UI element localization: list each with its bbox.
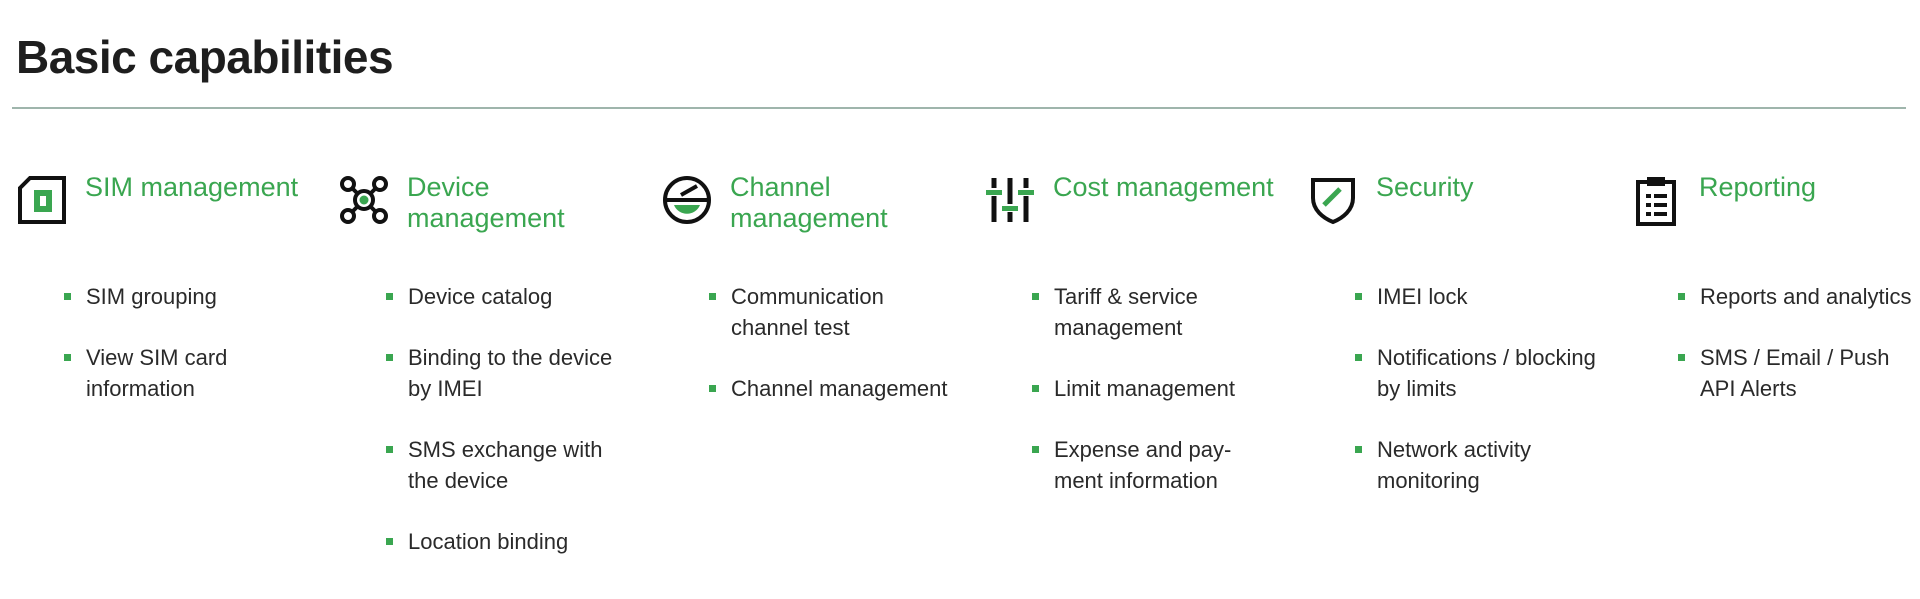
bullet-square-icon: [386, 293, 393, 300]
capability-list: Device catalog Binding to the device by …: [338, 281, 638, 587]
list-item: Location binding: [338, 526, 638, 557]
list-item: Tariff & service management: [984, 281, 1284, 343]
bullet-square-icon: [1032, 446, 1039, 453]
list-item-text: IMEI lock: [1377, 284, 1468, 309]
bullet-square-icon: [64, 354, 71, 361]
capability-title: Reporting: [1699, 172, 1817, 202]
list-item-text: Expense and pay-ment information: [1054, 437, 1232, 493]
title-divider: [12, 107, 1906, 109]
list-item: Expense and pay-ment information: [984, 434, 1284, 496]
list-item: View SIM card information: [16, 342, 316, 404]
bullet-square-icon: [1355, 293, 1362, 300]
list-item: Notifications / blocking by limits: [1307, 342, 1607, 404]
sliders-icon: [984, 174, 1036, 226]
capability-reporting: Reporting Reports and analytics SMS / Em…: [1630, 172, 1920, 401]
bullet-square-icon: [1678, 354, 1685, 361]
capability-channel-management: Channel management Communication channel…: [661, 172, 961, 401]
capability-header: Cost management: [984, 172, 1284, 252]
list-item-text: SIM grouping: [86, 284, 217, 309]
list-item: SMS / Email / Push API Alerts: [1630, 342, 1920, 404]
bullet-square-icon: [1355, 354, 1362, 361]
capability-list: Communication channel test Channel manag…: [661, 281, 961, 434]
capability-title: Channel management: [730, 172, 888, 233]
list-item: Reports and analytics: [1630, 281, 1920, 312]
list-item: Network activity monitoring: [1307, 434, 1607, 496]
bullet-square-icon: [1032, 385, 1039, 392]
list-item-text: Device catalog: [408, 284, 553, 309]
capability-title: Security: [1376, 172, 1474, 202]
list-item-text: Location binding: [408, 529, 569, 554]
bullet-square-icon: [1678, 293, 1685, 300]
list-item: Limit management: [984, 373, 1284, 404]
list-item-text: Notifications / blocking by limits: [1377, 345, 1596, 401]
sim-card-icon: [16, 174, 68, 226]
list-item-text: Network activity monitoring: [1377, 437, 1532, 493]
bullet-square-icon: [709, 293, 716, 300]
capability-title: Device management: [407, 172, 565, 233]
bullet-square-icon: [386, 446, 393, 453]
capability-header: Reporting: [1630, 172, 1920, 252]
list-item: Binding to the device by IMEI: [338, 342, 638, 404]
page-title: Basic capabilities: [16, 31, 394, 83]
capability-list: IMEI lock Notifications / blocking by li…: [1307, 281, 1607, 526]
bullet-square-icon: [64, 293, 71, 300]
list-item-text: SMS exchange with the device: [408, 437, 603, 493]
list-item-text: Communication channel test: [731, 284, 884, 340]
bullet-square-icon: [709, 385, 716, 392]
capabilities-grid: SIM management SIM grouping View SIM car…: [16, 172, 1916, 572]
capability-header: SIM management: [16, 172, 316, 252]
list-item: Device catalog: [338, 281, 638, 312]
capability-security: Security IMEI lock Notifications / block…: [1307, 172, 1607, 493]
bullet-square-icon: [1032, 293, 1039, 300]
list-item-text: View SIM card information: [86, 345, 228, 401]
device-network-icon: [338, 174, 390, 226]
list-item: SIM grouping: [16, 281, 316, 312]
capability-list: SIM grouping View SIM card information: [16, 281, 316, 434]
list-item-text: Tariff & service management: [1054, 284, 1198, 340]
list-item-text: Binding to the device by IMEI: [408, 345, 613, 401]
clipboard-icon: [1630, 174, 1682, 226]
list-item: Communication channel test: [661, 281, 961, 343]
capability-device-management: Device management Device catalog Binding…: [338, 172, 638, 554]
capability-list: Reports and analytics SMS / Email / Push…: [1630, 281, 1920, 434]
bullet-square-icon: [1355, 446, 1362, 453]
list-item: SMS exchange with the device: [338, 434, 638, 496]
capability-header: Device management: [338, 172, 638, 252]
capability-title: SIM management: [85, 172, 299, 202]
list-item: Channel management: [661, 373, 961, 404]
capability-sim-management: SIM management SIM grouping View SIM car…: [16, 172, 316, 401]
shield-icon: [1307, 174, 1359, 226]
capability-cost-management: Cost management Tariff & service managem…: [984, 172, 1284, 493]
list-item-text: Channel management: [731, 376, 948, 401]
bullet-square-icon: [386, 354, 393, 361]
list-item: IMEI lock: [1307, 281, 1607, 312]
capability-title: Cost management: [1053, 172, 1274, 202]
list-item-text: Limit management: [1054, 376, 1235, 401]
capability-list: Tariff & service management Limit manage…: [984, 281, 1284, 526]
list-item-text: SMS / Email / Push API Alerts: [1700, 345, 1890, 401]
channel-dial-icon: [661, 174, 713, 226]
capability-header: Security: [1307, 172, 1607, 252]
bullet-square-icon: [386, 538, 393, 545]
capability-header: Channel management: [661, 172, 961, 252]
list-item-text: Reports and analytics: [1700, 284, 1912, 309]
